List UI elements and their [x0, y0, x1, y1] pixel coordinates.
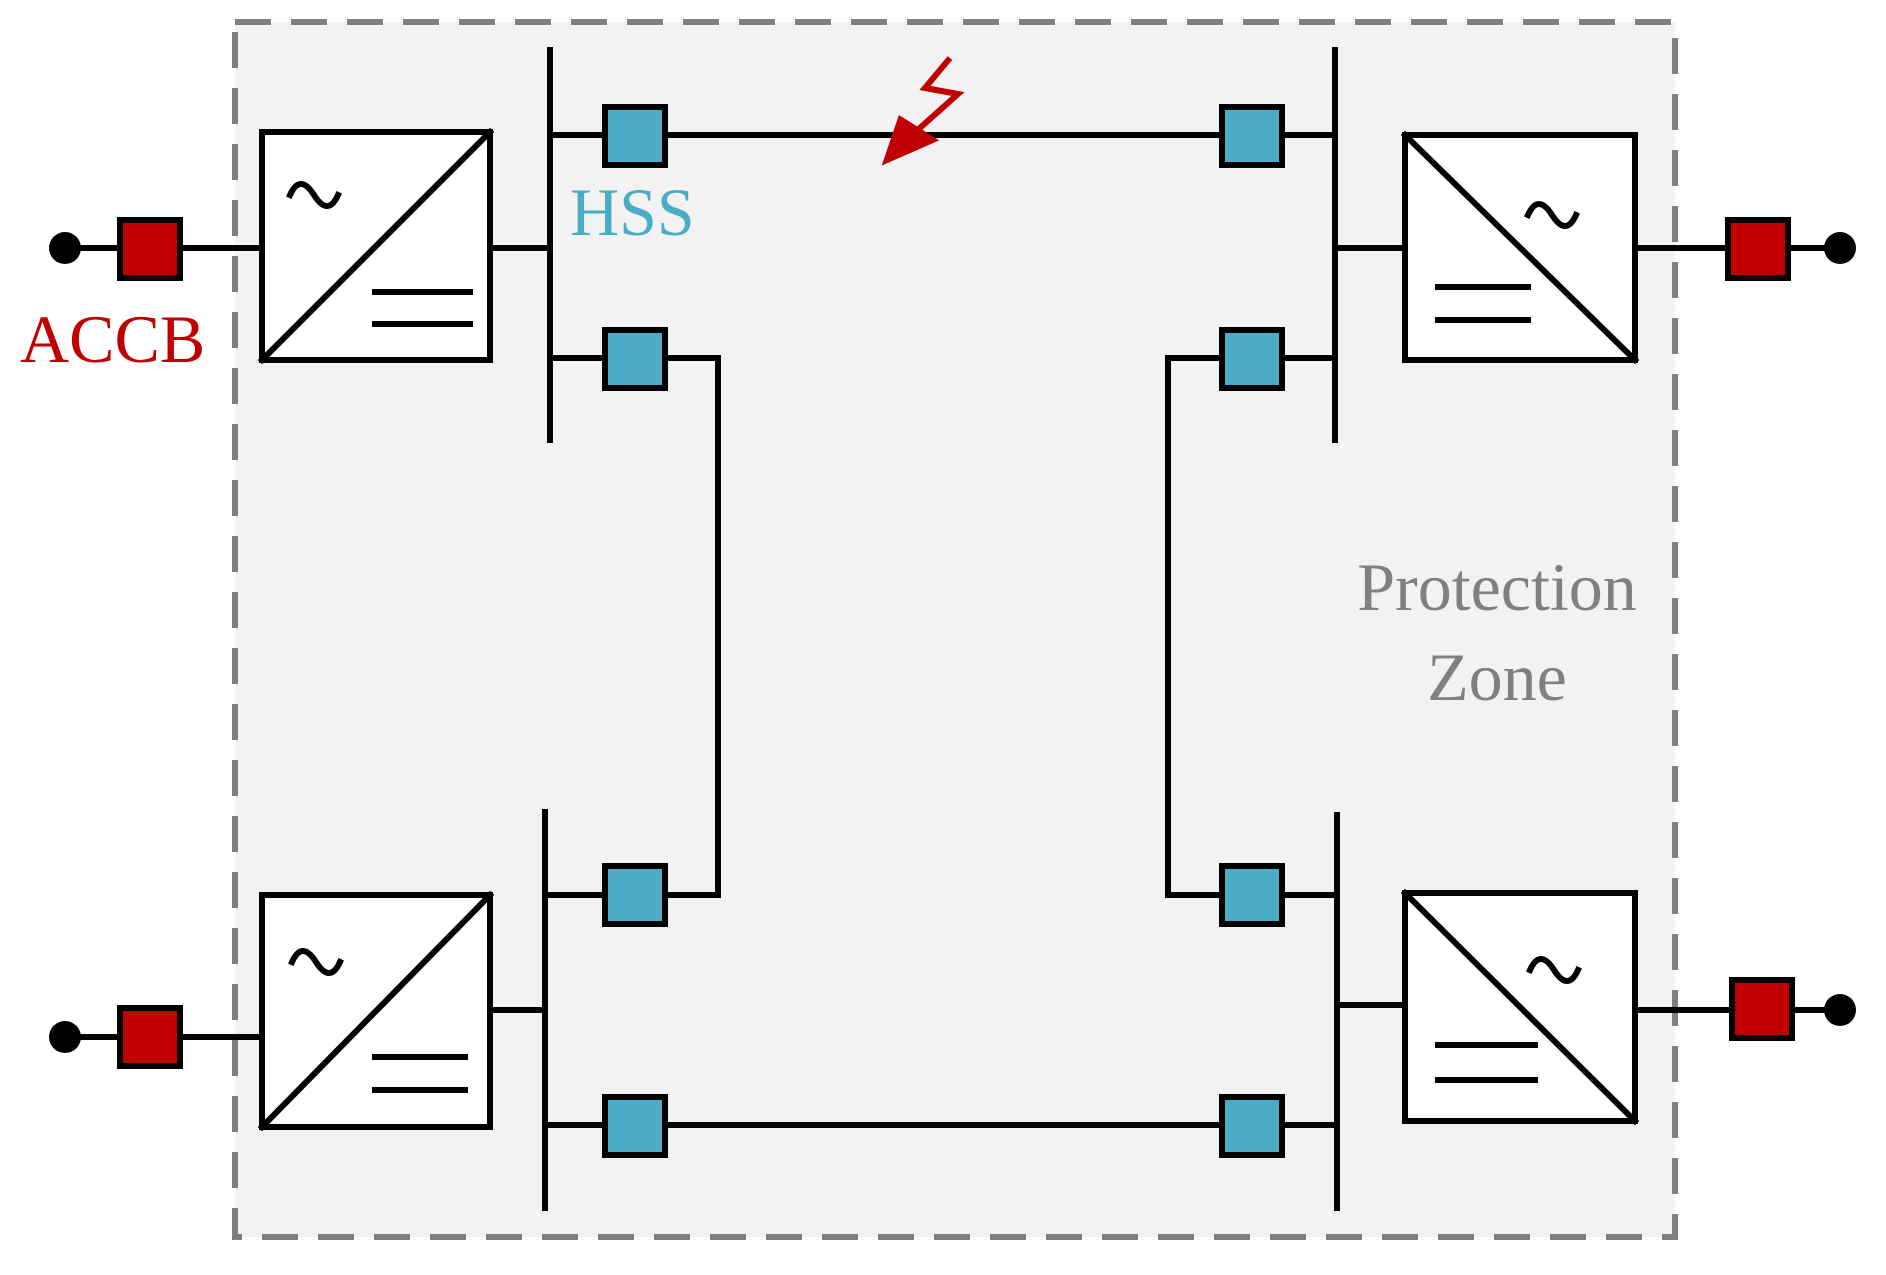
dc-line-top	[547, 104, 1338, 168]
hss-breaker[interactable]	[602, 1094, 668, 1158]
dc-line-right	[1165, 327, 1340, 927]
ac-dc-converter-icon	[257, 890, 495, 1132]
hss-breaker[interactable]	[602, 327, 668, 391]
ac-dc-converter-icon	[1400, 888, 1640, 1126]
station-bottom-right	[1334, 812, 1856, 1211]
accb-breaker[interactable]	[117, 217, 183, 281]
accb-breaker[interactable]	[117, 1005, 183, 1069]
hss-label: HSS	[570, 174, 695, 250]
station-top-left	[49, 47, 553, 443]
ac-dc-converter-icon	[257, 127, 495, 365]
accb-breaker[interactable]	[1729, 977, 1795, 1041]
terminal-dot-icon	[1824, 232, 1856, 264]
accb-breaker[interactable]	[1725, 217, 1791, 281]
hss-breaker[interactable]	[602, 863, 668, 927]
accb-label: ACCB	[20, 301, 205, 377]
hss-breaker[interactable]	[1219, 327, 1285, 391]
dc-line-left	[542, 327, 721, 927]
hss-breaker[interactable]	[1219, 104, 1285, 168]
dc-line-bottom	[542, 1094, 1340, 1158]
station-bottom-left	[49, 809, 548, 1211]
protection-zone-label-line2: Zone	[1427, 639, 1567, 715]
fault-lightning-icon	[881, 56, 965, 166]
hss-breaker[interactable]	[602, 104, 668, 168]
hss-breaker[interactable]	[1219, 1094, 1285, 1158]
terminal-dot-icon	[49, 1021, 81, 1053]
ac-dc-converter-icon	[1400, 130, 1640, 365]
hss-breaker[interactable]	[1219, 863, 1285, 927]
terminal-dot-icon	[49, 232, 81, 264]
terminal-dot-icon	[1824, 994, 1856, 1026]
protection-zone-label-line1: Protection	[1357, 549, 1637, 625]
station-top-right	[1332, 47, 1856, 443]
